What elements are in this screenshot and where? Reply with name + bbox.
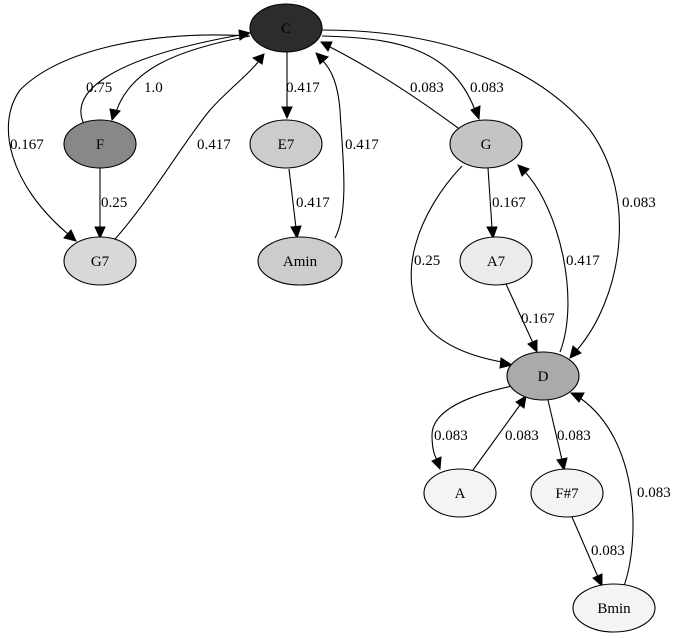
edge-c-to-g7: 0.167 xyxy=(7,34,251,242)
node-c[interactable]: C xyxy=(249,3,323,53)
node-d-label: D xyxy=(538,369,549,385)
edges: 0.75 1.0 0.167 0.417 0.417 xyxy=(7,29,671,588)
edge-label-g-to-a7: 0.167 xyxy=(492,195,526,211)
node-a-shape xyxy=(423,468,497,518)
node-a7-shape xyxy=(459,236,533,286)
node-f-label: F xyxy=(96,137,104,153)
edge-d-to-g: 0.417 xyxy=(517,164,600,353)
edge-a7-to-d: 0.167 xyxy=(505,283,555,354)
edge-e7-to-amin: 0.417 xyxy=(288,168,330,240)
edge-a-to-d: 0.083 xyxy=(472,395,539,471)
edge-label-c-to-g7: 0.167 xyxy=(10,137,44,153)
node-g7-shape xyxy=(63,236,137,286)
node-e7[interactable]: E7 xyxy=(249,119,323,169)
node-g7[interactable]: G7 xyxy=(63,236,137,286)
edge-label-c-to-d: 0.083 xyxy=(622,195,656,211)
node-g-shape xyxy=(449,119,523,169)
edge-label-f-to-g7: 0.25 xyxy=(101,195,127,211)
edge-c-to-f: 1.0 xyxy=(109,35,251,122)
edge-label-a-to-d: 0.083 xyxy=(505,428,539,444)
node-bmin-shape xyxy=(572,583,656,633)
edge-label-c-to-f: 1.0 xyxy=(144,80,163,96)
edge-label-d-to-a: 0.083 xyxy=(434,428,468,444)
node-f-shape xyxy=(63,119,137,169)
edge-label-d-to-g: 0.417 xyxy=(566,253,600,269)
node-amin-label: Amin xyxy=(283,254,318,270)
edge-label-f-to-c: 0.75 xyxy=(86,80,112,96)
edge-c-to-e7: 0.417 xyxy=(281,52,320,120)
node-d[interactable]: D xyxy=(506,351,580,401)
edge-label-g7-to-c: 0.417 xyxy=(197,137,231,153)
edge-f7-to-bmin: 0.083 xyxy=(571,516,625,588)
edge-label-c-to-g: 0.083 xyxy=(470,80,504,96)
node-e7-shape xyxy=(249,119,323,169)
edge-g7-to-c: 0.417 xyxy=(114,53,265,240)
node-f-sharp-7[interactable]: F#7 xyxy=(530,468,604,518)
edge-d-to-f7: 0.083 xyxy=(547,399,591,472)
edge-label-g-to-c: 0.083 xyxy=(410,80,444,96)
edge-f-to-g7: 0.25 xyxy=(94,168,127,240)
edge-label-c-to-e7: 0.417 xyxy=(286,80,320,96)
node-c-shape xyxy=(249,3,323,53)
nodes: C F E7 G G7 Amin A7 D xyxy=(63,3,656,633)
node-a[interactable]: A xyxy=(423,468,497,518)
edge-label-g-to-d: 0.25 xyxy=(414,253,440,269)
node-bmin[interactable]: Bmin xyxy=(572,583,656,633)
node-g-label: G xyxy=(481,137,492,153)
edge-f-to-c: 0.75 xyxy=(80,29,252,125)
edge-label-bmin-to-d: 0.083 xyxy=(637,485,671,501)
edge-label-e7-to-amin: 0.417 xyxy=(296,195,330,211)
edge-d-to-a: 0.083 xyxy=(431,385,513,471)
node-amin-shape xyxy=(257,236,343,286)
node-g7-label: G7 xyxy=(91,254,110,270)
node-f-sharp-7-label: F#7 xyxy=(555,486,579,502)
node-g[interactable]: G xyxy=(449,119,523,169)
edge-amin-to-c: 0.417 xyxy=(315,52,379,239)
edge-label-a7-to-d: 0.167 xyxy=(521,311,555,327)
edge-c-to-d: 0.083 xyxy=(321,29,656,359)
node-amin[interactable]: Amin xyxy=(257,236,343,286)
node-c-label: C xyxy=(281,21,291,37)
node-e7-label: E7 xyxy=(278,137,295,153)
edge-label-d-to-f7: 0.083 xyxy=(557,428,591,444)
node-bmin-label: Bmin xyxy=(597,601,631,617)
edge-label-f7-to-bmin: 0.083 xyxy=(591,543,625,559)
node-a7[interactable]: A7 xyxy=(459,236,533,286)
node-a7-label: A7 xyxy=(487,254,506,270)
node-f-sharp-7-shape xyxy=(530,468,604,518)
edge-g-to-a7: 0.167 xyxy=(486,167,526,240)
node-f[interactable]: F xyxy=(63,119,137,169)
edge-label-amin-to-c: 0.417 xyxy=(345,137,379,153)
edge-c-to-g: 0.083 xyxy=(321,35,504,121)
edge-bmin-to-d: 0.083 xyxy=(569,392,671,587)
edge-g-to-d: 0.25 xyxy=(410,165,514,369)
node-d-shape xyxy=(506,351,580,401)
edge-g-to-c: 0.083 xyxy=(319,41,459,129)
node-a-label: A xyxy=(455,486,466,502)
